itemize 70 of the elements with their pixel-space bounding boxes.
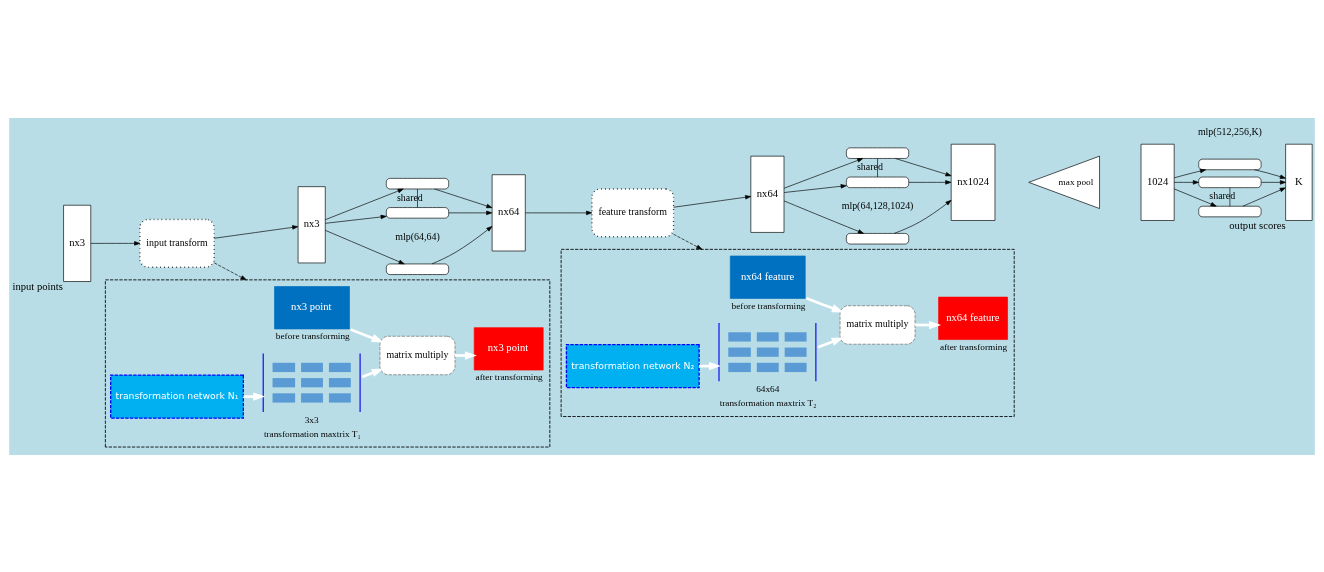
node-bar bbox=[386, 206, 449, 218]
arrow bbox=[817, 337, 844, 348]
node-bar bbox=[846, 147, 910, 159]
arrow bbox=[213, 224, 299, 239]
node-bar bbox=[846, 176, 910, 188]
arrow bbox=[806, 296, 844, 312]
arrow bbox=[1254, 168, 1286, 179]
node-label: output scores bbox=[1229, 219, 1286, 231]
node-box: nx64 bbox=[750, 155, 785, 233]
arrow bbox=[431, 225, 493, 264]
node-box: matrix multiply bbox=[379, 335, 456, 375]
arrow bbox=[783, 157, 864, 189]
node-bar bbox=[1198, 205, 1262, 217]
node-bar bbox=[1198, 176, 1262, 188]
node-bar bbox=[386, 263, 449, 275]
arrow bbox=[434, 188, 493, 208]
arrow bbox=[783, 200, 864, 234]
node-box: input transform bbox=[139, 218, 215, 268]
arrow bbox=[90, 240, 141, 246]
node-label: after transforming bbox=[939, 341, 1008, 352]
arrow bbox=[213, 262, 247, 280]
arrow bbox=[454, 350, 477, 360]
arrow bbox=[350, 327, 384, 342]
arrow bbox=[325, 229, 405, 264]
arrow bbox=[325, 214, 387, 224]
node-label: transformation maxtrix T₂ bbox=[719, 397, 817, 408]
arrow bbox=[448, 210, 493, 215]
node-box: nx1024 bbox=[950, 143, 996, 221]
label: mlp(512,256,K) bbox=[1197, 125, 1262, 137]
connector bbox=[877, 157, 878, 177]
node-label: input points bbox=[12, 280, 63, 292]
node-box: matrix multiply bbox=[839, 304, 916, 345]
node-bar bbox=[386, 177, 449, 189]
node-box: K bbox=[1285, 143, 1313, 221]
arrow bbox=[325, 188, 404, 220]
node-box: nx3 bbox=[297, 185, 326, 263]
label: mlp(64,64) bbox=[395, 230, 440, 242]
arrow bbox=[525, 210, 593, 215]
arrow bbox=[895, 157, 952, 176]
node-label: transformation maxtrix T₁ bbox=[263, 428, 361, 439]
arrow bbox=[908, 179, 952, 185]
arrow bbox=[1260, 179, 1286, 185]
arrow bbox=[361, 368, 384, 378]
node-box: transformation network N₁ bbox=[110, 373, 244, 419]
node-label: 64x64 bbox=[756, 383, 780, 394]
arrow bbox=[1242, 187, 1286, 206]
arrow bbox=[783, 183, 847, 193]
arrow bbox=[1173, 168, 1206, 178]
node-box: nx64 bbox=[491, 173, 526, 251]
node-bar bbox=[846, 232, 910, 244]
node-box: 1024 bbox=[1140, 143, 1175, 221]
node-box: feature transform bbox=[591, 187, 675, 237]
arrow bbox=[1173, 179, 1199, 185]
node-label: 3x3 bbox=[304, 414, 319, 425]
arrow bbox=[673, 233, 703, 250]
node-box: transformation network N₂ bbox=[565, 343, 700, 388]
node-box: nx3 bbox=[63, 204, 92, 282]
label: mlp(64,128,1024) bbox=[841, 199, 914, 211]
node-label: after transforming bbox=[475, 371, 543, 382]
arrow bbox=[1173, 188, 1217, 206]
cluster bbox=[560, 248, 1015, 417]
node-bar bbox=[1198, 158, 1262, 170]
node-label: before transforming bbox=[731, 300, 806, 311]
edge-label: shared bbox=[856, 160, 883, 172]
edge-label: shared bbox=[1209, 189, 1236, 201]
cluster bbox=[104, 278, 551, 447]
node-label: before transforming bbox=[275, 330, 350, 341]
arrow bbox=[673, 194, 752, 208]
arrow bbox=[243, 391, 266, 401]
arrow bbox=[893, 199, 952, 234]
